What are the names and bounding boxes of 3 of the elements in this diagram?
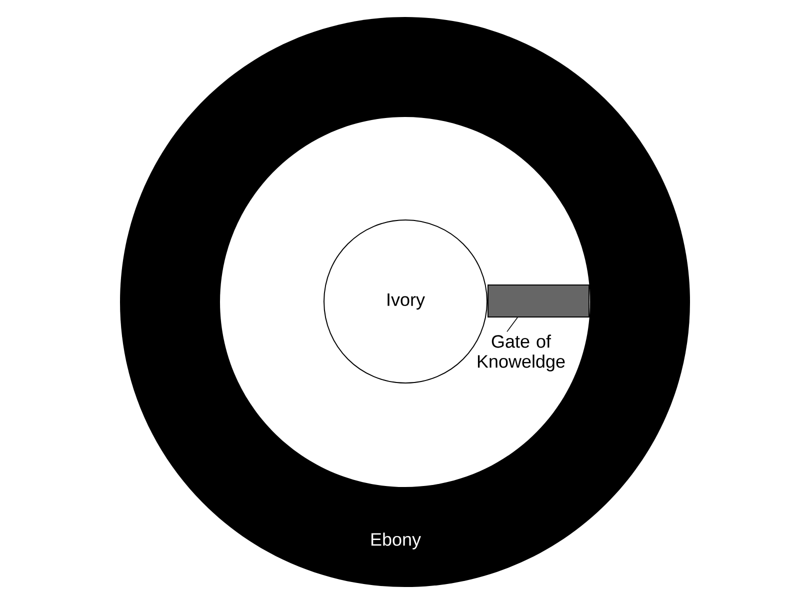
ring-label: Ebony xyxy=(371,532,421,550)
leader-line xyxy=(506,317,518,332)
gate-bar xyxy=(488,284,590,318)
